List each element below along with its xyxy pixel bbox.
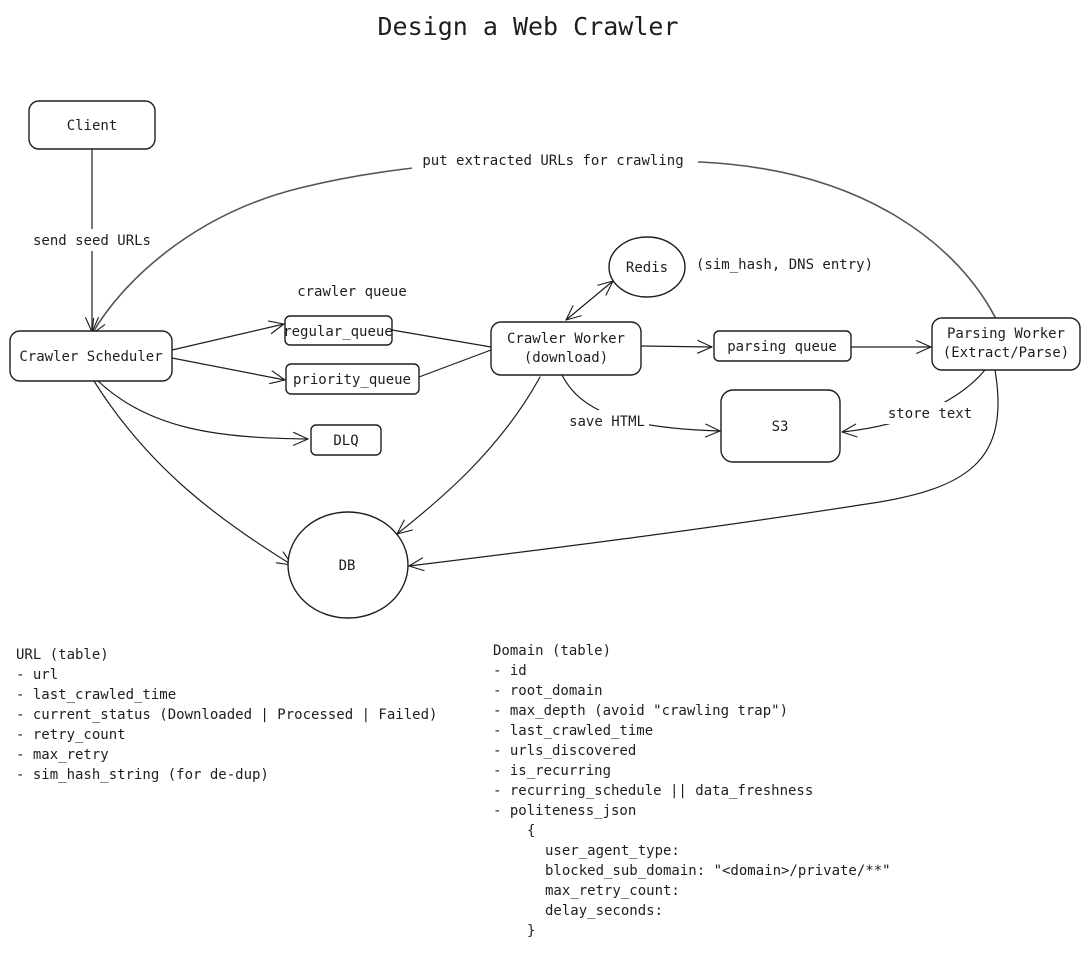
label-send-seed-urls: send seed URLs	[33, 233, 151, 249]
node-regular-queue: regular_queue	[283, 315, 393, 346]
edge-scheduler-to-dlq	[97, 380, 309, 446]
svg-text:(download): (download)	[524, 350, 608, 366]
svg-text:S3: S3	[772, 419, 789, 435]
label-redis-note: (sim_hash, DNS entry)	[696, 257, 873, 273]
edge-worker-to-db	[396, 376, 541, 535]
diagram-title: Design a Web Crawler	[377, 12, 678, 41]
edge-scheduler-to-priority-queue	[171, 357, 286, 385]
domain-table-field: - urls_discovered	[493, 743, 637, 759]
svg-text:Redis: Redis	[626, 260, 668, 276]
politeness-json-close: }	[527, 923, 536, 939]
politeness-json-field: delay_seconds:	[545, 903, 664, 919]
domain-table-heading: Domain (table)	[493, 643, 612, 659]
domain-table-field: - id	[493, 663, 527, 679]
url-table-heading: URL (table)	[16, 647, 109, 663]
edge-parser-to-db	[408, 369, 999, 572]
svg-text:DB: DB	[339, 558, 356, 574]
svg-text:parsing queue: parsing queue	[727, 339, 837, 355]
node-priority-queue: priority_queue	[285, 363, 420, 395]
node-crawler-worker: Crawler Worker (download)	[490, 321, 642, 376]
url-table-field: - current_status (Downloaded | Processed…	[16, 707, 438, 723]
domain-table-field: - last_crawled_time	[493, 723, 654, 739]
svg-text:Crawler Worker: Crawler Worker	[507, 331, 625, 347]
label-store-text: store text	[888, 406, 972, 422]
domain-table-field: - max_depth (avoid "crawling trap")	[493, 703, 789, 719]
domain-table-schema: Domain (table) - id - root_domain - max_…	[493, 641, 891, 941]
node-parsing-worker: Parsing Worker (Extract/Parse)	[931, 317, 1081, 371]
url-table-field: - max_retry	[16, 747, 109, 763]
svg-text:(Extract/Parse): (Extract/Parse)	[943, 345, 1069, 361]
politeness-json-open: {	[527, 823, 536, 839]
edge-worker-redis	[565, 280, 614, 321]
node-client: Client	[28, 100, 156, 150]
svg-text:Parsing Worker: Parsing Worker	[947, 326, 1065, 342]
edge-scheduler-to-regular-queue	[171, 320, 285, 351]
node-redis: Redis	[608, 236, 686, 298]
node-s3: S3	[720, 389, 841, 463]
politeness-json-field: max_retry_count:	[545, 883, 680, 899]
svg-text:Client: Client	[67, 118, 118, 134]
edge-scheduler-to-db	[93, 380, 293, 566]
label-put-extracted-urls: put extracted URLs for crawling	[422, 153, 683, 169]
edge-worker-to-parsing-queue	[641, 339, 713, 354]
svg-text:DLQ: DLQ	[333, 433, 358, 449]
label-save-html: save HTML	[569, 414, 645, 430]
svg-text:regular_queue: regular_queue	[283, 324, 393, 340]
url-table-field: - url	[16, 667, 59, 683]
node-db: DB	[287, 511, 409, 619]
url-table-schema: URL (table) - url - last_crawled_time - …	[16, 645, 437, 785]
edge-priority-queue-to-worker	[418, 349, 492, 378]
node-crawler-scheduler: Crawler Scheduler	[9, 330, 173, 382]
domain-table-field: - is_recurring	[493, 763, 612, 779]
svg-text:priority_queue: priority_queue	[293, 372, 411, 388]
domain-table-field: - root_domain	[493, 683, 603, 699]
url-table-field: - last_crawled_time	[16, 687, 177, 703]
edge-parser-to-scheduler	[91, 158, 996, 335]
domain-table-field: - recurring_schedule || data_freshness	[493, 783, 814, 799]
politeness-json-field: blocked_sub_domain: "<domain>/private/**…	[545, 863, 891, 879]
node-dlq: DLQ	[310, 424, 382, 456]
url-table-field: - sim_hash_string (for de-dup)	[16, 767, 269, 783]
node-parsing-queue: parsing queue	[713, 330, 852, 362]
domain-table-field: - politeness_json	[493, 803, 637, 819]
svg-text:Crawler Scheduler: Crawler Scheduler	[19, 349, 162, 365]
edge-regular-queue-to-worker	[391, 329, 492, 348]
politeness-json-field: user_agent_type:	[545, 843, 680, 859]
label-crawler-queue: crawler queue	[297, 284, 407, 300]
url-table-field: - retry_count	[16, 727, 126, 743]
